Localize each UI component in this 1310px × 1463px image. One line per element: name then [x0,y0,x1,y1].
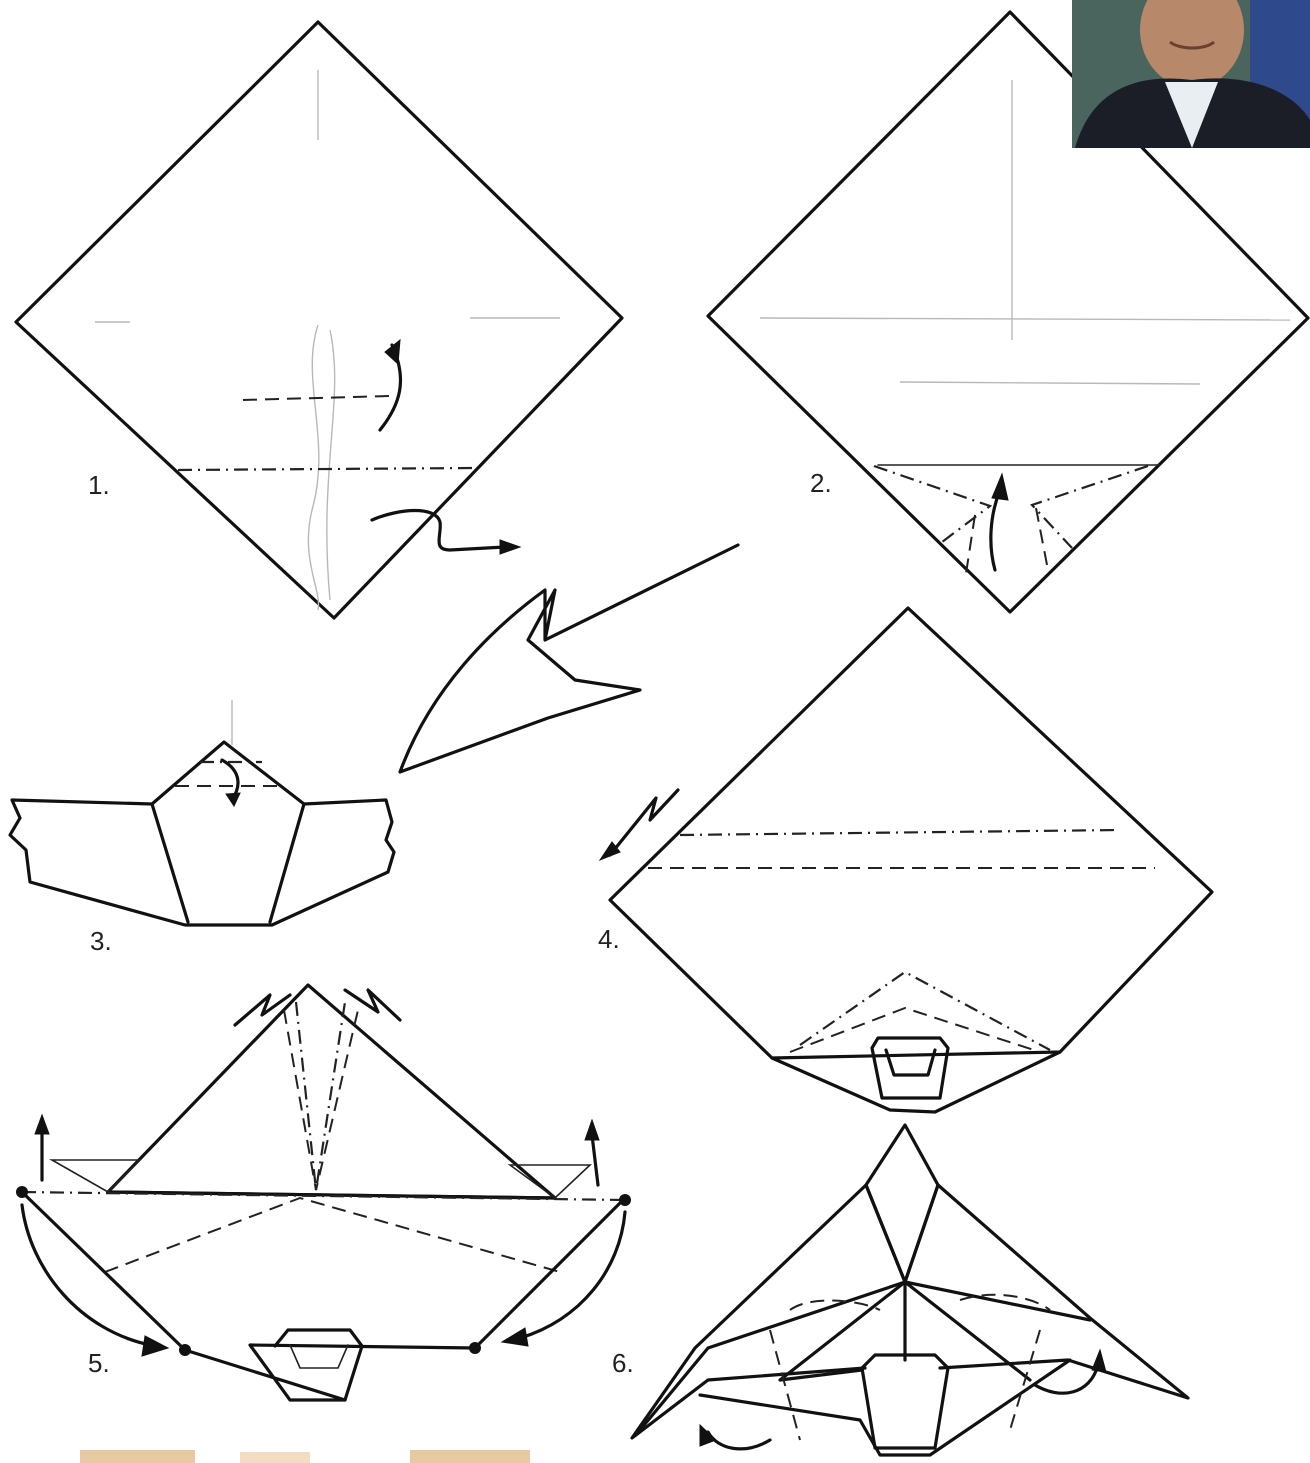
step-6-diagram: 6. [612,1125,1188,1455]
step-5-label: 5. [88,1348,110,1378]
step-2-label: 2. [810,468,832,498]
step-3-diagram: 3. [10,700,394,956]
step-6-label: 6. [612,1348,634,1378]
step-1-label: 1. [88,470,110,500]
turn-over-arrow [372,511,520,555]
step-4-label: 4. [598,924,620,954]
step-4-diagram: 4. [598,608,1212,1112]
step-3-label: 3. [90,926,112,956]
step-1-diagram: 1. [16,22,622,618]
step-5-diagram: 5. [16,985,631,1400]
author-photo [1072,0,1310,148]
bottom-photo-strip [80,1450,530,1463]
lightning-arrow [400,545,738,772]
